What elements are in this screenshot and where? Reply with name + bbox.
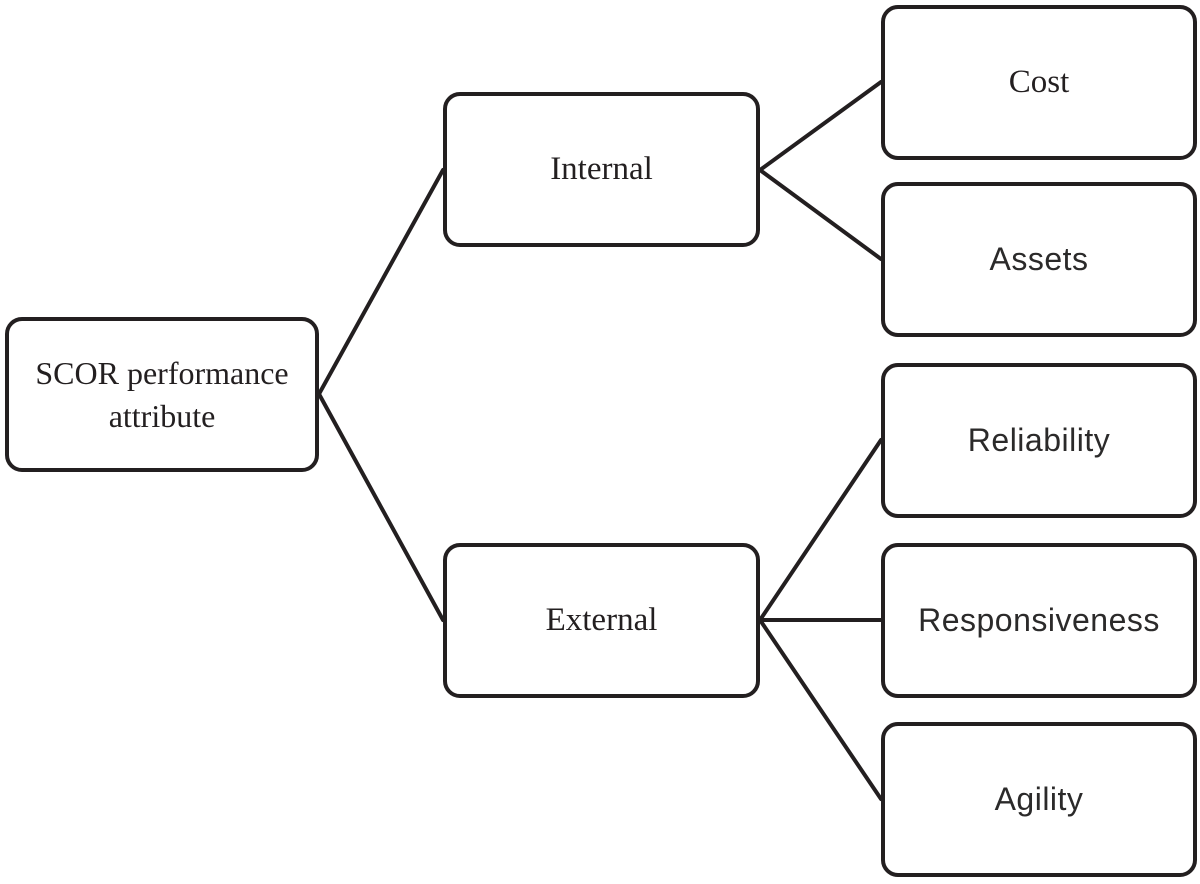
node-responsiveness: Responsiveness bbox=[881, 543, 1197, 698]
node-scor-performance-attribute: SCOR performance attribute bbox=[5, 317, 319, 472]
edge-external-agility bbox=[758, 618, 883, 801]
node-responsiveness-label: Responsiveness bbox=[918, 602, 1160, 639]
node-external: External bbox=[443, 543, 760, 698]
node-reliability: Reliability bbox=[881, 363, 1197, 518]
node-assets: Assets bbox=[881, 182, 1197, 337]
node-agility: Agility bbox=[881, 722, 1197, 877]
edge-internal-assets bbox=[758, 168, 883, 261]
node-internal: Internal bbox=[443, 92, 760, 247]
node-scor-performance-attribute-label: SCOR performance attribute bbox=[35, 355, 289, 434]
node-agility-label: Agility bbox=[994, 781, 1084, 818]
edge-external-reliability bbox=[758, 438, 883, 622]
node-assets-label: Assets bbox=[989, 241, 1089, 278]
node-internal-label: Internal bbox=[550, 150, 653, 187]
node-external-label: External bbox=[545, 601, 658, 638]
edge-root-internal bbox=[317, 168, 445, 396]
node-reliability-label: Reliability bbox=[967, 422, 1111, 459]
edge-internal-cost bbox=[758, 80, 883, 172]
node-cost: Cost bbox=[881, 5, 1197, 160]
edge-root-external bbox=[317, 392, 445, 622]
node-cost-label: Cost bbox=[1008, 63, 1070, 100]
